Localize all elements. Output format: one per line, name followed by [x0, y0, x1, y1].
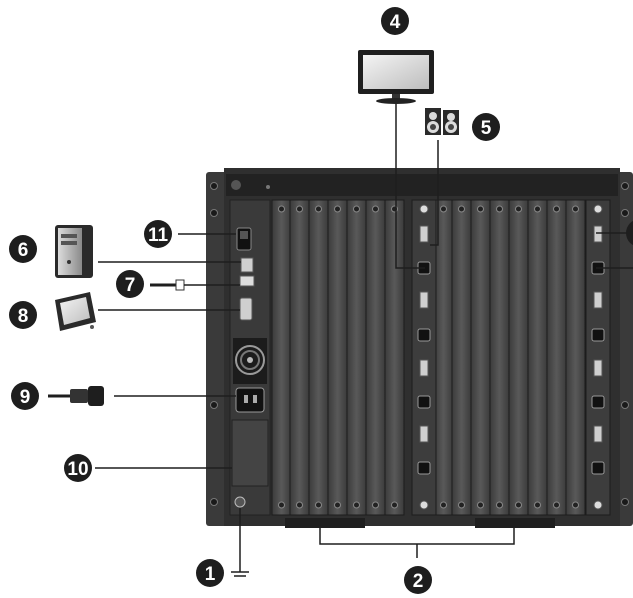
rs232-port[interactable]	[239, 297, 253, 321]
hdmi-port[interactable]	[591, 461, 605, 475]
chassis-top-band	[226, 174, 618, 196]
io-board	[585, 199, 611, 516]
audio-port[interactable]	[419, 359, 429, 377]
callout-number: 2	[413, 571, 424, 592]
callout-10: 10	[64, 454, 92, 482]
audio-port[interactable]	[593, 359, 603, 377]
callout-2: 2	[404, 566, 432, 594]
io-slot	[451, 199, 472, 516]
callout-7: 7	[116, 270, 144, 298]
callout-1: 1	[196, 559, 224, 587]
callout-number: 11	[148, 225, 169, 246]
callout-4: 4	[381, 7, 409, 35]
io-slot	[365, 199, 386, 516]
power-supply-module	[231, 419, 269, 487]
hdmi-port[interactable]	[591, 328, 605, 342]
io-slot	[433, 199, 454, 516]
callout-8: 8	[9, 301, 37, 329]
io-slot	[565, 199, 586, 516]
rack-screws	[210, 182, 629, 506]
io-slot	[327, 199, 348, 516]
audio-port[interactable]	[419, 425, 429, 443]
callout-number: 10	[67, 459, 88, 480]
io-slot	[527, 199, 548, 516]
io-slot	[271, 199, 292, 516]
ethernet-port[interactable]	[239, 275, 255, 287]
io-slot	[384, 199, 405, 516]
power-socket[interactable]	[235, 387, 265, 413]
hdmi-port[interactable]	[417, 461, 431, 475]
power-plug-icon	[48, 386, 104, 406]
leader-lines	[95, 104, 633, 560]
touch-panel-icon	[55, 292, 96, 331]
callout-number: 9	[20, 387, 31, 408]
callout-number: 8	[18, 306, 29, 327]
io-slot	[308, 199, 329, 516]
monitor-icon	[358, 50, 434, 104]
callout-number: 4	[390, 12, 401, 33]
control-panel-details	[231, 227, 269, 508]
callout-9: 9	[11, 382, 39, 410]
computer-tower-icon	[55, 225, 93, 278]
audio-port[interactable]	[419, 225, 429, 243]
callout-badges: 1 2 3 4 5 6 7 8 9 10 11	[9, 7, 633, 594]
io-slot-panels	[271, 199, 611, 516]
usb-port[interactable]	[240, 257, 254, 273]
callout-number: 1	[205, 564, 216, 585]
hdmi-port[interactable]	[417, 328, 431, 342]
hdmi-port[interactable]	[591, 395, 605, 409]
callout-3: 3	[626, 220, 633, 246]
audio-port[interactable]	[593, 225, 603, 243]
ground-symbol-icon	[231, 560, 249, 577]
io-slot	[546, 199, 567, 516]
io-slot	[346, 199, 367, 516]
callout-number: 7	[125, 275, 136, 296]
callout-5: 5	[472, 113, 500, 141]
speakers-icon	[425, 108, 459, 135]
audio-port[interactable]	[419, 291, 429, 309]
callout-number: 6	[18, 240, 29, 261]
audio-port[interactable]	[593, 291, 603, 309]
io-board	[411, 199, 437, 516]
callout-11: 11	[144, 220, 172, 248]
audio-port[interactable]	[593, 425, 603, 443]
callout-number: 5	[481, 118, 492, 139]
io-slot	[289, 199, 310, 516]
ethernet-cable-icon	[150, 279, 185, 291]
cooling-fan	[233, 338, 267, 384]
io-slot	[489, 199, 510, 516]
callout-6: 6	[9, 235, 37, 263]
io-slot	[508, 199, 529, 516]
ground-terminal[interactable]	[234, 496, 246, 508]
io-slot	[470, 199, 491, 516]
hdmi-port[interactable]	[417, 395, 431, 409]
